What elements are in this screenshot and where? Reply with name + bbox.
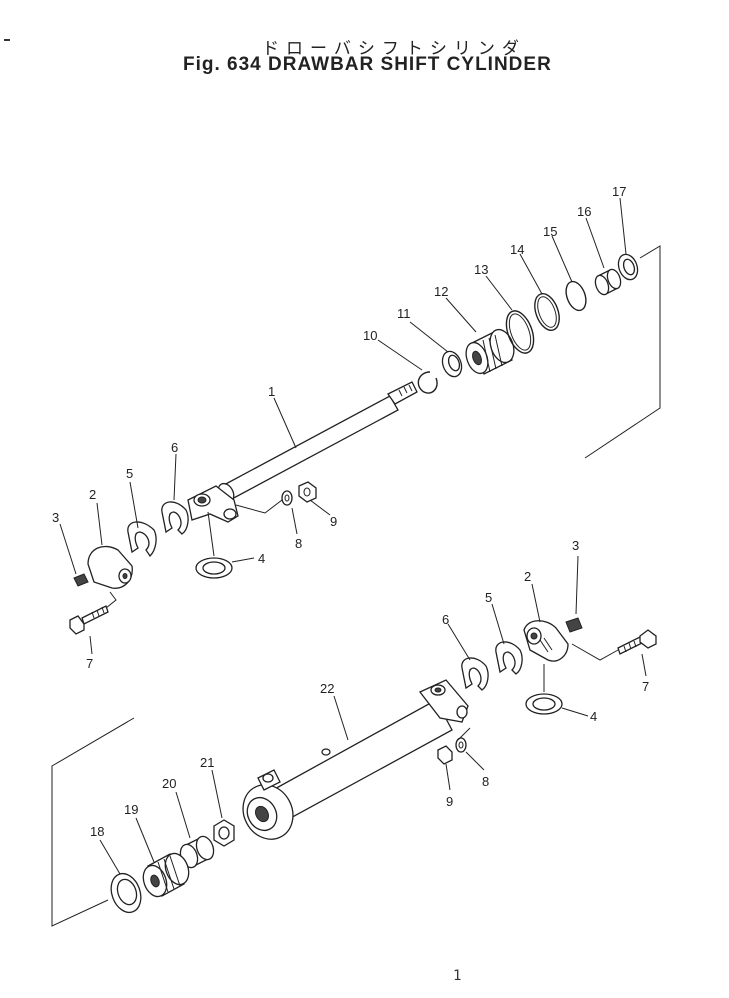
callout-8-lower: 8: [482, 774, 489, 789]
part-19-piston: [142, 852, 190, 898]
callout-14: 14: [510, 242, 524, 257]
part-6-clamp: [161, 501, 189, 535]
corner-mark: [4, 39, 10, 41]
callout-1: 1: [268, 384, 275, 399]
callout-20: 20: [162, 776, 176, 791]
part-15-ring: [565, 280, 587, 312]
part-2-cap-lower: [523, 620, 569, 662]
callout-7: 7: [86, 656, 93, 671]
upper-leaders: [59, 197, 627, 655]
callout-4-lower: 4: [590, 709, 597, 724]
part-2-cap: [87, 545, 133, 589]
callout-19: 19: [124, 802, 138, 817]
callout-11: 11: [397, 306, 411, 321]
leader-bolt-lower: [571, 643, 619, 661]
part-3-fitting-lower: [565, 617, 583, 633]
upper-frame-line: [584, 245, 661, 459]
callout-4: 4: [258, 551, 265, 566]
callout-3-lower: 3: [572, 538, 579, 553]
callout-7-lower: 7: [642, 679, 649, 694]
part-7-bolt-lower: [617, 629, 657, 655]
leader-rod-washer: [235, 499, 283, 514]
callout-21: 21: [200, 755, 214, 770]
part-14-backup-ring: [534, 293, 560, 331]
leader-bolt: [105, 591, 117, 609]
part-13-o-ring: [505, 310, 535, 354]
part-4-seal: [195, 557, 233, 579]
callout-9-lower: 9: [446, 794, 453, 809]
callout-2: 2: [89, 487, 96, 502]
callout-18: 18: [90, 824, 104, 839]
title-english: Fig. 634 DRAWBAR SHIFT CYLINDER: [183, 54, 552, 75]
part-5-clamp: [127, 521, 157, 558]
callout-15: 15: [543, 224, 557, 239]
lower-callouts: 2 3 4 5 6 7 8 9 18 19 20 21 22: [90, 538, 649, 839]
part-7-bolt: [69, 605, 109, 635]
part-22-cylinder-tube: [242, 679, 469, 840]
part-6-clamp-lower: [461, 657, 489, 691]
part-16-bushing: [594, 268, 622, 296]
rod-eye: [187, 485, 239, 523]
callout-5: 5: [126, 466, 133, 481]
upper-assembly: [59, 197, 661, 655]
part-17-wiper: [617, 253, 639, 281]
part-9-nut: [298, 481, 317, 503]
callout-2-lower: 2: [524, 569, 531, 584]
lower-leaders: [99, 555, 647, 875]
leader-rod-eye-seal: [207, 511, 215, 557]
title-japanese: ドローバシフトシリンダ: [262, 39, 526, 59]
callout-16: 16: [577, 204, 591, 219]
part-10-snap-ring: [417, 371, 438, 394]
callout-9: 9: [330, 514, 337, 529]
part-11-ring: [441, 350, 463, 378]
leader-washer-lower: [457, 727, 471, 741]
callout-6-lower: 6: [442, 612, 449, 627]
part-8-washer: [281, 490, 293, 506]
part-3-fitting: [73, 573, 89, 587]
part-9-nut-lower: [437, 745, 453, 765]
callout-12: 12: [434, 284, 448, 299]
lower-assembly: [51, 555, 657, 927]
upper-callouts: 1 2 3 4 5 6 7 8 9 10 11 12 13 14 15 16 1…: [52, 184, 626, 671]
part-18-ring: [110, 872, 142, 914]
callout-17: 17: [612, 184, 626, 199]
callout-10: 10: [363, 328, 377, 343]
callout-3: 3: [52, 510, 59, 525]
part-8-washer-lower: [455, 737, 467, 753]
callout-5-lower: 5: [485, 590, 492, 605]
piston-rod: [217, 381, 418, 504]
page-mark: 1: [453, 968, 462, 984]
part-5-clamp-lower: [495, 641, 523, 675]
callout-6: 6: [171, 440, 178, 455]
part-12-piston: [465, 328, 515, 375]
callout-13: 13: [474, 262, 488, 277]
part-4-seal-lower: [525, 693, 563, 715]
callout-22: 22: [320, 681, 334, 696]
lower-frame-line: [51, 717, 135, 927]
callout-8: 8: [295, 536, 302, 551]
